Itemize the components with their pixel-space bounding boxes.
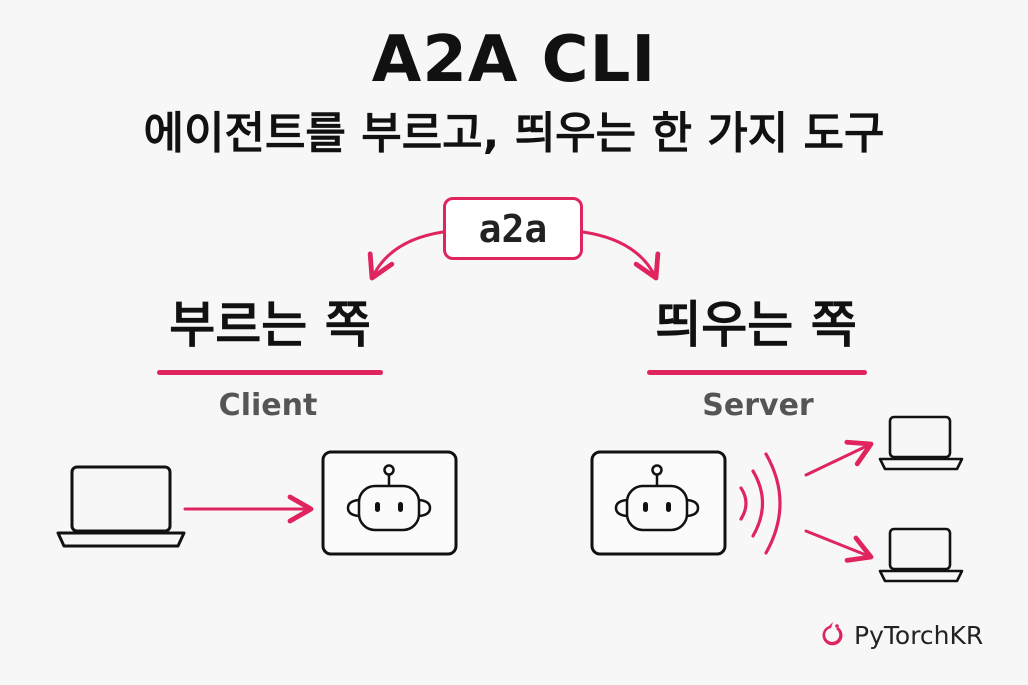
- server-client-laptop-bottom-icon: [878, 527, 964, 583]
- server-client-laptop-top-icon: [878, 415, 964, 471]
- server-to-client-top-arrow: [804, 439, 874, 477]
- server-agent-box: [590, 450, 727, 556]
- server-to-client-bottom-arrow: [804, 529, 874, 563]
- server-title-underline: [647, 370, 867, 375]
- client-title-underline: [157, 370, 383, 375]
- arrow-to-client: [367, 230, 445, 281]
- robot-icon: [614, 464, 700, 532]
- robot-icon: [346, 464, 432, 532]
- server-subtitle: Server: [702, 388, 814, 423]
- client-title: 부르는 쪽: [169, 296, 371, 354]
- pytorch-flame-icon: [822, 622, 843, 647]
- client-laptop-icon: [56, 465, 186, 548]
- main-subtitle: 에이전트를 부르고, 띄우는 한 가지 도구: [143, 108, 885, 159]
- client-subtitle: Client: [218, 388, 318, 423]
- command-badge: a2a: [443, 197, 583, 260]
- arrow-to-server: [581, 230, 661, 281]
- command-label: a2a: [478, 206, 548, 251]
- client-agent-box: [321, 450, 458, 556]
- server-title: 띄우는 쪽: [655, 296, 857, 354]
- main-title: A2A CLI: [371, 23, 657, 97]
- broadcast-waves-icon: [739, 452, 782, 555]
- brand: PyTorchKR: [820, 620, 983, 650]
- brand-name: PyTorchKR: [854, 620, 984, 650]
